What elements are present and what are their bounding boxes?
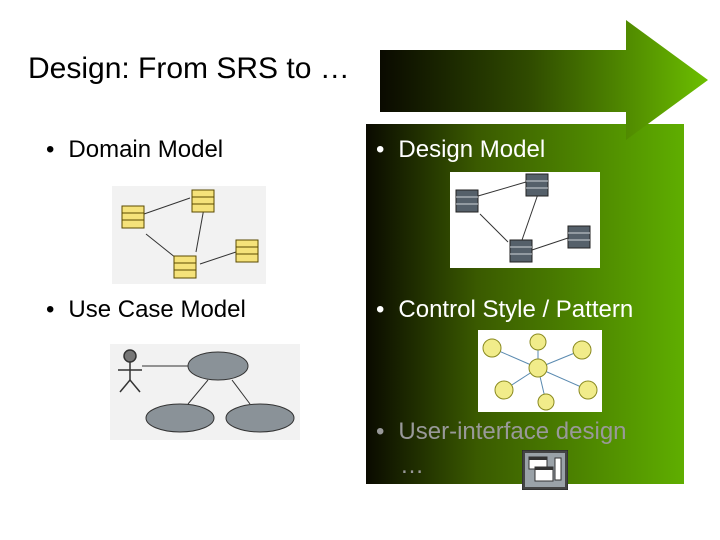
bullet-dot: • — [46, 296, 55, 323]
bullet-control-style: • Control Style / Pattern — [376, 296, 633, 324]
use-case-ellipse-icon — [145, 351, 295, 433]
bullet-dot: • — [376, 418, 385, 445]
bullet-domain-model: • Domain Model — [46, 136, 223, 164]
class-box-icon — [121, 189, 259, 279]
bullet-use-case-model: • Use Case Model — [46, 296, 246, 324]
domain-model-diagram — [112, 186, 266, 284]
bullet-label: Domain Model — [68, 136, 224, 163]
window-icon — [522, 450, 568, 490]
bullet-ui-design: • User-interface design — [376, 418, 627, 446]
bullet-dot: • — [376, 136, 385, 163]
bullet-design-model: • Design Model — [376, 136, 545, 164]
bullet-dot: • — [46, 136, 55, 163]
node-icon — [482, 333, 598, 411]
bullet-ui-design-continuation: … — [400, 452, 424, 479]
bullet-label: Design Model — [398, 136, 546, 163]
use-case-diagram — [110, 344, 300, 440]
arrow-shape — [380, 20, 708, 140]
control-style-diagram — [478, 330, 602, 412]
bullet-label: User-interface design — [398, 418, 627, 445]
class-box-icon — [455, 173, 591, 263]
slide-title: Design: From SRS to … — [28, 52, 350, 85]
actor-icon — [118, 349, 142, 393]
bullet-label: Control Style / Pattern — [398, 296, 634, 323]
bullet-label: Use Case Model — [68, 296, 246, 323]
design-model-diagram — [450, 172, 600, 268]
bullet-dot: • — [376, 296, 385, 323]
